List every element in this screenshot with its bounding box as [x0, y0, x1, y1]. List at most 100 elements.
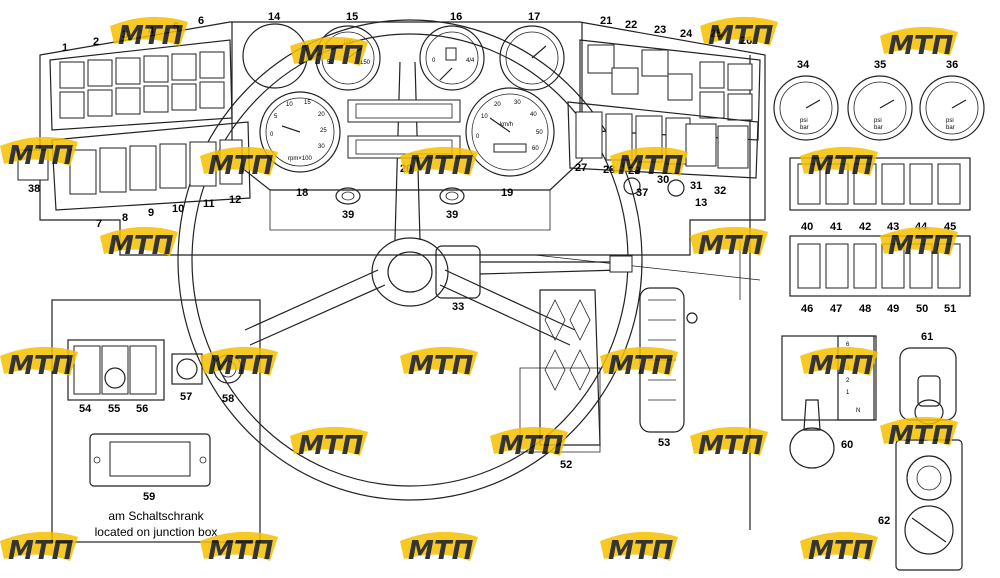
watermark-text: МТП: [608, 351, 674, 381]
fuel-tick: 0: [432, 58, 436, 64]
callout-30: 30: [657, 174, 669, 186]
callout-34: 34: [797, 59, 810, 71]
pressure-gauge-34: psi bar: [773, 75, 839, 141]
watermark-logo: МТП: [700, 16, 778, 51]
watermark-logo: МТП: [800, 531, 878, 566]
watermark-text: МТП: [888, 31, 954, 61]
tach-tick: 15: [304, 100, 311, 106]
pressure-unit: psi: [946, 118, 954, 124]
pressure-unit: psi: [800, 118, 808, 124]
watermark-text: МТП: [708, 21, 774, 51]
callout-32: 32: [714, 185, 726, 197]
watermark-wing: [290, 426, 368, 456]
watermark-logo: МТП: [880, 26, 958, 61]
speed-tick: 10: [481, 114, 488, 120]
watermark-wing: [290, 36, 368, 66]
shifter-label: N: [856, 408, 860, 414]
watermark-logo: МТП: [400, 531, 478, 566]
left-switch-panel: [17, 39, 251, 211]
watermark-logo: МТП: [800, 346, 878, 381]
callout-35: 35: [874, 59, 886, 71]
watermark-logo: МТП: [880, 416, 958, 451]
watermark-wing: [200, 346, 278, 376]
watermark-text: МТП: [208, 151, 274, 181]
watermark-text: МТП: [8, 536, 74, 566]
callout-21: 21: [600, 15, 612, 27]
tach-unit: rpm×100: [288, 156, 313, 162]
watermark-wing: [400, 531, 478, 561]
watermark-wing: [600, 531, 678, 561]
callout-12: 12: [229, 194, 241, 206]
callout-56: 56: [136, 403, 148, 415]
callout-42: 42: [859, 221, 871, 233]
callout-9: 9: [148, 207, 154, 219]
callout-33: 33: [452, 301, 464, 313]
watermark-text: МТП: [698, 431, 764, 461]
callout-48: 48: [859, 303, 871, 315]
watermark-text: МТП: [888, 231, 954, 261]
callout-61: 61: [921, 331, 933, 343]
watermark-wing: [700, 16, 778, 46]
caption-line-2: located on junction box: [95, 525, 218, 539]
callout-52: 52: [560, 459, 572, 471]
pressure-unit: bar: [800, 125, 809, 131]
watermark-wing: [400, 146, 478, 176]
callout-41: 41: [830, 221, 842, 233]
watermark-wing: [100, 226, 178, 256]
watermark-wing: [0, 531, 78, 561]
tach-tick: 0: [270, 132, 274, 138]
speed-tick: 20: [494, 102, 501, 108]
column-switch-lever: [435, 245, 633, 299]
watermark-text: МТП: [808, 351, 874, 381]
callout-7: 7: [96, 218, 102, 230]
pressure-unit: psi: [874, 118, 882, 124]
watermark-text: МТП: [408, 151, 474, 181]
watermark-logo: МТП: [600, 346, 678, 381]
watermark-logo: МТП: [800, 146, 878, 181]
callout-10: 10: [172, 203, 184, 215]
callout-22: 22: [625, 19, 637, 31]
watermark-wing: [800, 531, 878, 561]
watermark-text: МТП: [608, 536, 674, 566]
callout-28: 28: [603, 164, 615, 176]
watermark-layer: МТП МТП МТП МТП МТП МТП МТП МТП МТП МТП МТП МТП МТП М…: [0, 16, 958, 566]
watermark-wing: [0, 346, 78, 376]
speedometer: 0 10 20 30 40 50 60 km/h: [465, 87, 555, 177]
watermark-text: МТП: [498, 431, 564, 461]
watermark-logo: МТП: [690, 226, 768, 261]
right-switch-panel: [567, 39, 761, 197]
watermark-text: МТП: [808, 151, 874, 181]
watermark-logo: МТП: [200, 346, 278, 381]
watermark-wing: [610, 146, 688, 176]
control-knob: [899, 347, 957, 425]
speed-tick: 60: [532, 146, 539, 152]
steering-wheel: [177, 19, 643, 501]
watermark-wing: [400, 346, 478, 376]
shifter-label: 1: [846, 390, 850, 396]
callout-6: 6: [198, 15, 204, 27]
watermark-text: МТП: [888, 421, 954, 451]
watermark-logo: МТП: [600, 531, 678, 566]
shifter-label: 2: [846, 378, 850, 384]
watermark-wing: [880, 26, 958, 56]
callout-62: 62: [878, 515, 890, 527]
watermark-text: МТП: [298, 41, 364, 71]
watermark-logo: МТП: [290, 426, 368, 461]
watermark-logo: МТП: [100, 226, 178, 261]
rotary-switch-panel: [895, 439, 963, 571]
tach-tick: 25: [320, 128, 327, 134]
watermark-logo: МТП: [690, 426, 768, 461]
watermark-wing: [800, 146, 878, 176]
callout-51: 51: [944, 303, 956, 315]
callout-13: 13: [695, 197, 707, 209]
gauge-oil: [499, 25, 565, 91]
callout-37: 37: [636, 187, 648, 199]
callout-1: 1: [62, 42, 68, 54]
fuel-tick: 4/4: [466, 58, 475, 64]
watermark-wing: [110, 16, 188, 46]
callout-23: 23: [654, 24, 666, 36]
watermark-logo: МТП: [880, 226, 958, 261]
watermark-wing: [490, 426, 568, 456]
watermark-logo: МТП: [110, 16, 188, 51]
